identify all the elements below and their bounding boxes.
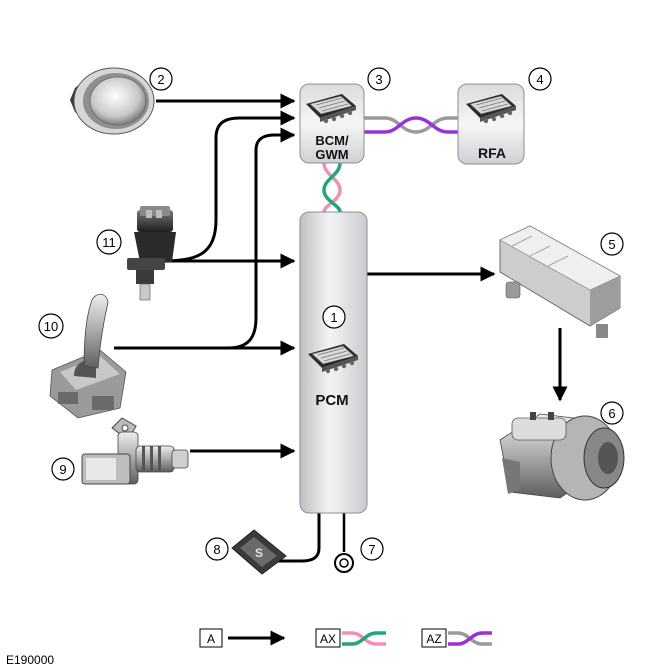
pcm-chip-icon xyxy=(308,344,358,374)
callout-10: 10 xyxy=(38,313,64,339)
callout-2: 2 xyxy=(149,67,173,91)
callout-4: 4 xyxy=(528,67,552,91)
crank-sensor-icon xyxy=(81,417,189,485)
svg-text:7: 7 xyxy=(368,542,375,557)
svg-text:8: 8 xyxy=(213,542,220,557)
svg-text:9: 9 xyxy=(59,462,66,477)
start-button-icon xyxy=(70,67,155,135)
az-bus-bcm-rfa xyxy=(364,116,458,134)
callout-1: 1 xyxy=(322,305,346,329)
reference-code: E190000 xyxy=(6,653,54,667)
gear-selector-icon xyxy=(49,293,127,419)
wire-gear-selector-bcm xyxy=(114,127,296,350)
pcm-label: PCM xyxy=(315,392,348,409)
starter-relay-icon xyxy=(499,225,621,338)
bcm-chip-icon xyxy=(306,94,356,124)
rfa-module: RFA xyxy=(457,83,525,165)
svg-text:4: 4 xyxy=(536,72,543,87)
svg-text:1: 1 xyxy=(330,310,337,325)
bcm-label-line2: GWM xyxy=(315,147,348,162)
legend-item-ax: AX xyxy=(315,628,386,648)
svg-text:2: 2 xyxy=(157,72,164,87)
callout-8: 8 xyxy=(205,537,229,561)
ax-bus-bcm-pcm xyxy=(322,162,342,213)
fuse-icon: S xyxy=(231,529,287,575)
wire-pcm-fuse xyxy=(276,513,321,563)
callout-9: 9 xyxy=(51,457,75,481)
starter-motor-icon xyxy=(499,412,625,501)
brake-switch-icon xyxy=(127,206,176,301)
legend-item-az: AZ xyxy=(421,628,492,648)
ground-terminal-icon xyxy=(334,553,354,573)
callout-11: 11 xyxy=(96,229,122,255)
legend: A AX AZ xyxy=(199,628,492,648)
svg-text:11: 11 xyxy=(102,235,116,250)
svg-text:3: 3 xyxy=(375,72,382,87)
rfa-chip-icon xyxy=(466,94,516,124)
svg-text:10: 10 xyxy=(44,319,58,334)
pcm-module: PCM xyxy=(299,211,368,514)
legend-label-a: A xyxy=(207,632,215,646)
legend-label-az: AZ xyxy=(426,632,441,646)
callout-6: 6 xyxy=(600,401,624,425)
svg-text:5: 5 xyxy=(608,237,615,252)
bcm-gwm-module: BCM/ GWM xyxy=(299,83,365,164)
callout-5: 5 xyxy=(600,232,624,256)
callout-7: 7 xyxy=(360,537,384,561)
rfa-label: RFA xyxy=(478,145,506,161)
legend-label-ax: AX xyxy=(320,632,336,646)
callout-3: 3 xyxy=(367,67,391,91)
bcm-label-line1: BCM/ xyxy=(315,133,349,148)
svg-text:6: 6 xyxy=(608,406,615,421)
legend-item-a: A xyxy=(199,628,286,648)
wire-brake-switch-bcm xyxy=(161,110,296,263)
svg-text:S: S xyxy=(255,546,263,560)
